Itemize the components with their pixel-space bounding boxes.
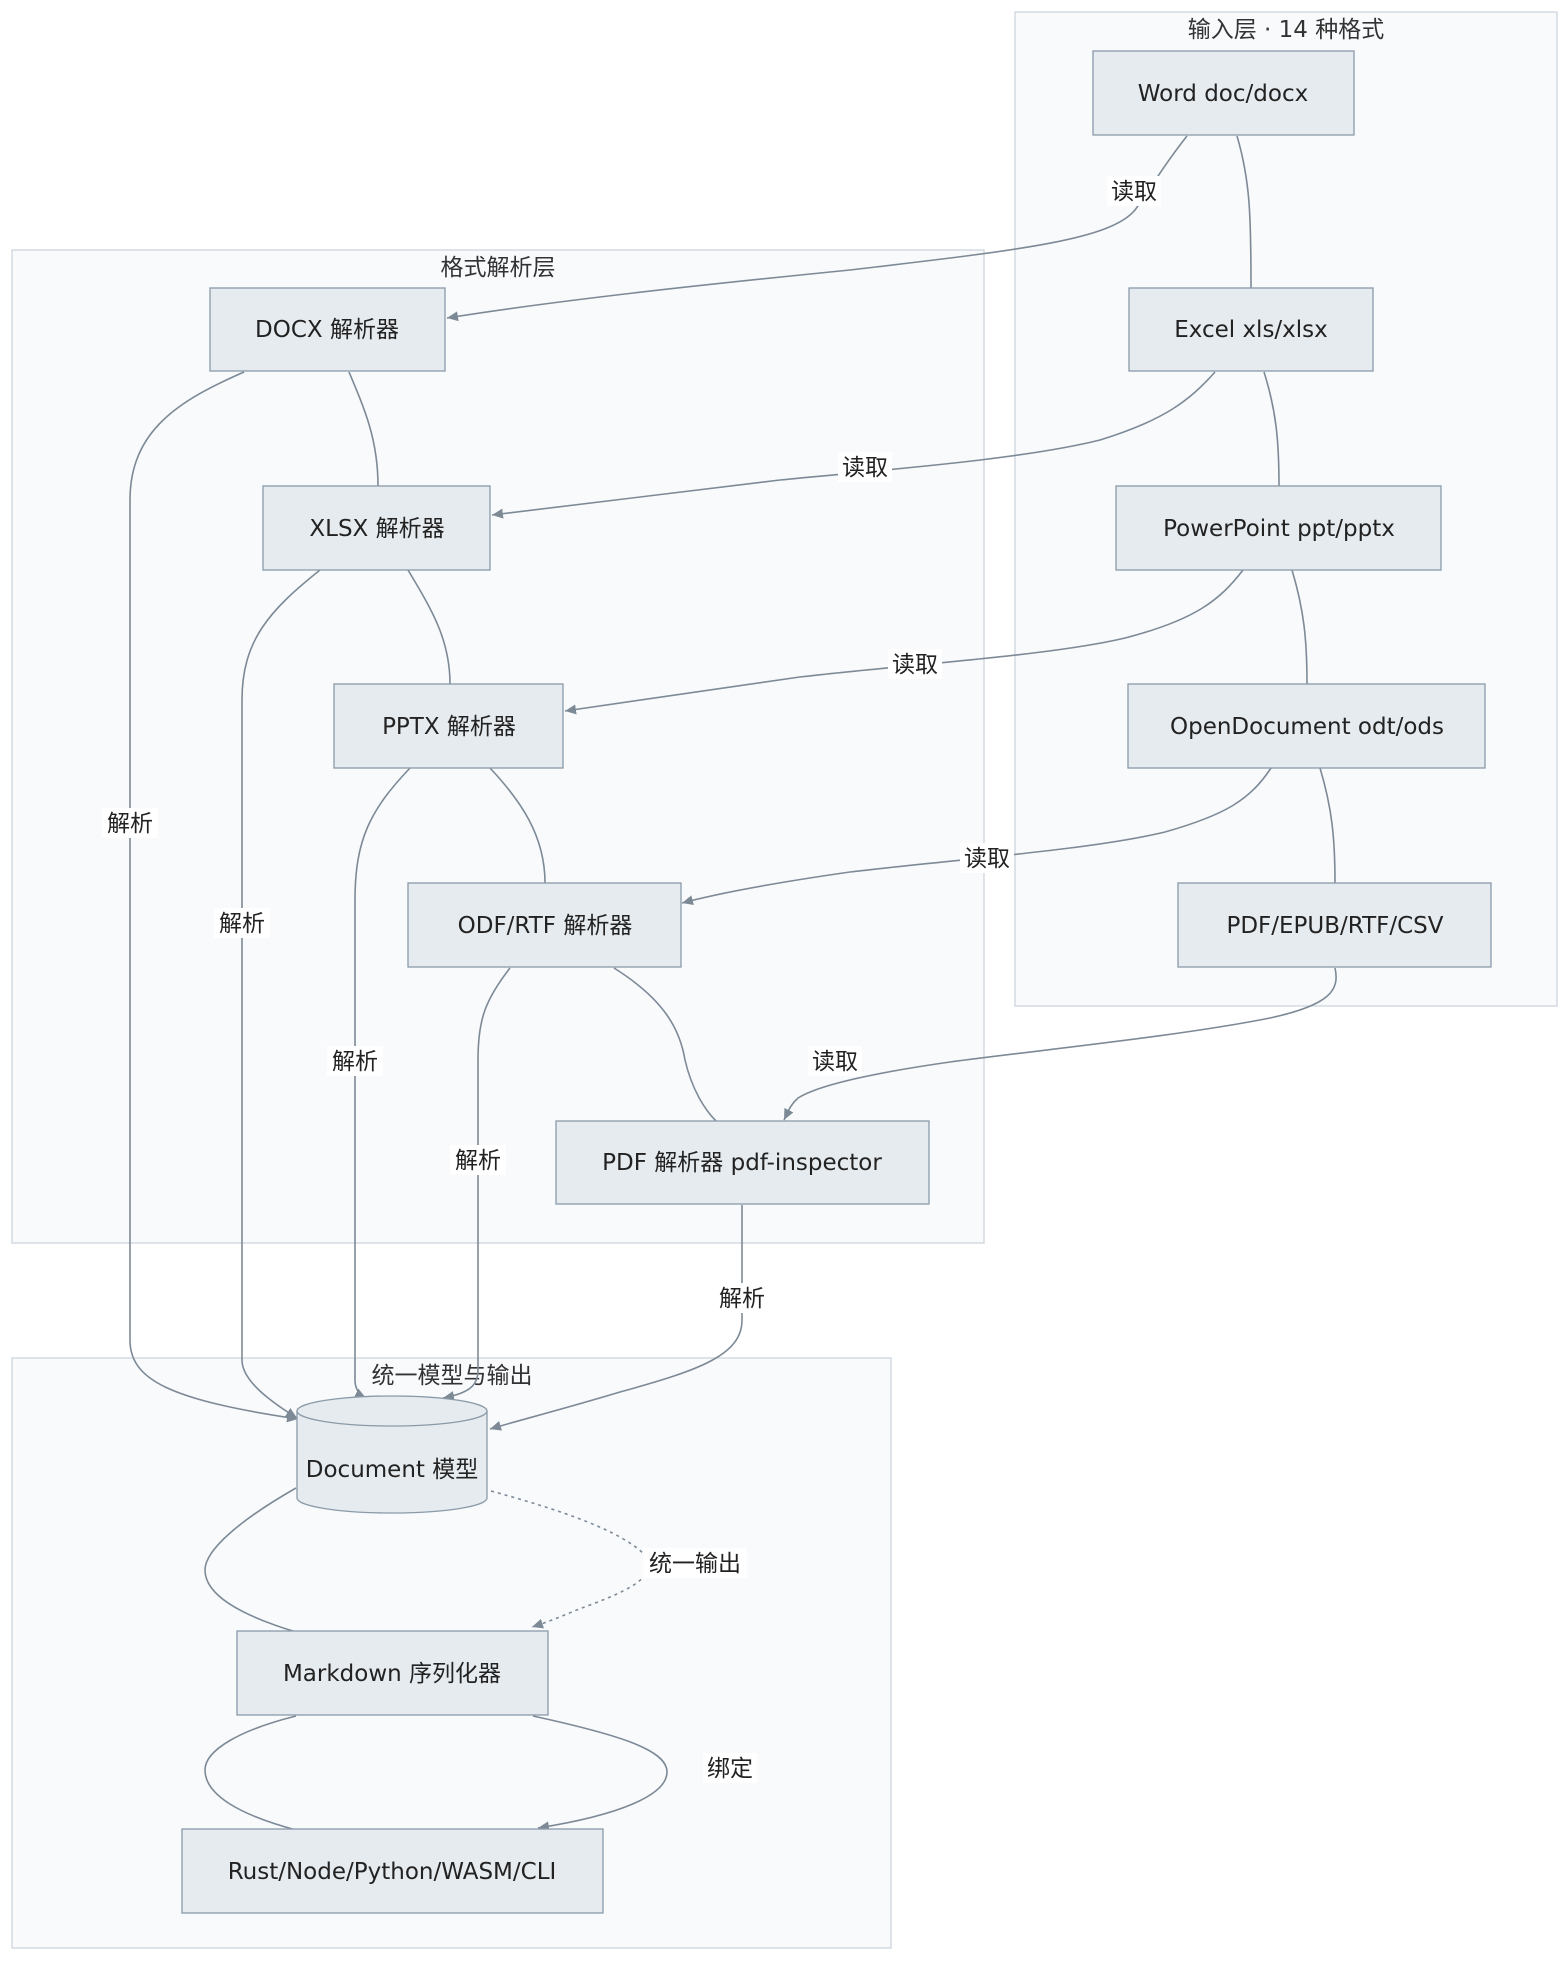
label-read-ppt-pptx: 读取	[892, 652, 938, 678]
node-markdown-label: Markdown 序列化器	[283, 1661, 501, 1687]
node-powerpoint: PowerPoint ppt/pptx	[1115, 485, 1442, 571]
label-parse-odf-model: 解析	[455, 1148, 501, 1174]
label-parse-pdfparser-model: 解析	[719, 1286, 765, 1312]
edge-excel-powerpoint	[1263, 371, 1280, 487]
node-pdf-epub-label: PDF/EPUB/RTF/CSV	[1226, 913, 1443, 939]
node-powerpoint-label: PowerPoint ppt/pptx	[1163, 516, 1395, 542]
node-document-model: Document 模型	[296, 1395, 488, 1514]
cluster-output-title: 统一模型与输出	[372, 1363, 533, 1389]
edge-word-excel	[1236, 135, 1252, 289]
edge-parse-xlsx-model	[241, 569, 321, 1419]
edge-model-markdown	[204, 1487, 297, 1633]
label-read-odt-odf: 读取	[964, 846, 1010, 872]
node-pptx-parser: PPTX 解析器	[333, 683, 564, 769]
edge-unified-output	[490, 1490, 650, 1629]
node-pdf-epub-rtf-csv: PDF/EPUB/RTF/CSV	[1177, 882, 1492, 968]
edge-read-pdf-pdfparser	[783, 967, 1337, 1121]
node-excel-label: Excel xls/xlsx	[1174, 317, 1328, 343]
label-read-pdf-pdfparser: 读取	[812, 1049, 858, 1075]
node-document-model-label: Document 模型	[306, 1457, 478, 1483]
node-pptx-parser-label: PPTX 解析器	[382, 714, 516, 740]
node-bindings-label: Rust/Node/Python/WASM/CLI	[228, 1859, 557, 1885]
node-odf-parser-label: ODF/RTF 解析器	[458, 913, 633, 939]
edge-odf-pdfparser	[613, 967, 717, 1122]
label-unified-output: 统一输出	[649, 1551, 741, 1577]
cluster-parse-title: 格式解析层	[441, 255, 556, 281]
edge-bind-markdown-bindings	[532, 1715, 668, 1832]
node-xlsx-parser: XLSX 解析器	[262, 485, 491, 571]
label-parse-xlsx-model: 解析	[219, 911, 265, 937]
label-read-word-docx: 读取	[1111, 179, 1157, 205]
edge-markdown-bindings	[204, 1715, 297, 1831]
node-opendocument: OpenDocument odt/ods	[1127, 683, 1486, 769]
node-excel: Excel xls/xlsx	[1128, 287, 1374, 372]
label-read-excel-xlsx: 读取	[842, 455, 888, 481]
edge-parse-pptx-model	[353, 767, 411, 1399]
label-bind: 绑定	[707, 1756, 753, 1782]
edge-docx-xlsx	[348, 371, 379, 487]
edge-xlsx-pptx	[407, 569, 451, 685]
node-docx-parser: DOCX 解析器	[209, 287, 446, 372]
edge-parse-pdfparser-model	[489, 1205, 743, 1431]
node-markdown-serializer: Markdown 序列化器	[236, 1630, 549, 1716]
node-xlsx-parser-label: XLSX 解析器	[309, 516, 444, 542]
node-pdf-parser-label: PDF 解析器 pdf-inspector	[602, 1150, 882, 1176]
node-language-bindings: Rust/Node/Python/WASM/CLI	[181, 1828, 604, 1914]
node-odf-rtf-parser: ODF/RTF 解析器	[407, 882, 682, 968]
label-parse-pptx-model: 解析	[332, 1049, 378, 1075]
node-opendocument-label: OpenDocument odt/ods	[1170, 714, 1444, 740]
cluster-input-title: 输入层 · 14 种格式	[1188, 17, 1385, 43]
edge-opendocument-pdf	[1319, 767, 1336, 884]
node-pdf-parser: PDF 解析器 pdf-inspector	[555, 1120, 930, 1205]
edge-pptx-odf	[489, 767, 546, 884]
edge-parse-odf-model	[442, 967, 511, 1401]
node-word: Word doc/docx	[1092, 50, 1355, 136]
node-word-label: Word doc/docx	[1138, 81, 1308, 107]
node-docx-parser-label: DOCX 解析器	[255, 317, 399, 343]
edge-labels: 读取 读取 读取 读取 读取 解析 解析 解析 解析 解析 统一输出 绑定	[102, 176, 1161, 1783]
edge-parse-docx-model	[129, 371, 299, 1423]
edge-powerpoint-opendocument	[1291, 569, 1308, 685]
label-parse-docx-model: 解析	[107, 811, 153, 837]
